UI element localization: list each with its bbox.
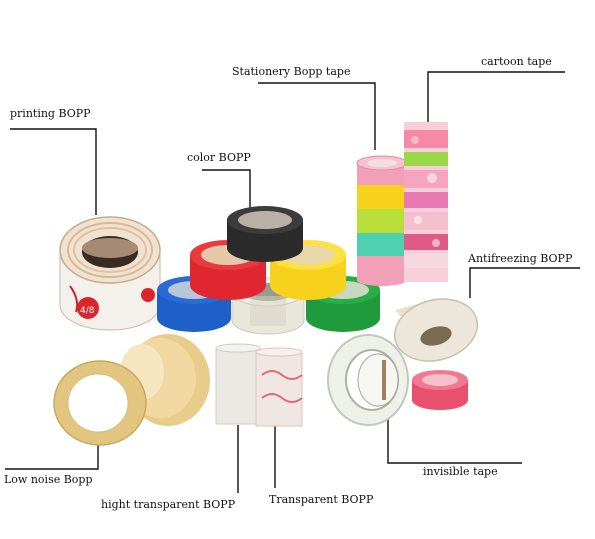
leader-antifreezing bbox=[469, 267, 580, 298]
pink-small-roll bbox=[412, 370, 468, 410]
yellow-tape-roll bbox=[270, 240, 346, 300]
transparent-bopp-rolls bbox=[215, 343, 303, 427]
label-printing-bopp: printing BOPP bbox=[10, 107, 91, 120]
printing-bopp-roll bbox=[59, 216, 161, 331]
black-tape-roll bbox=[227, 206, 303, 262]
antifreezing-bopp-roll bbox=[393, 298, 479, 362]
invisible-tape-roll bbox=[327, 334, 409, 426]
label-low-noise-bopp: Low noise Bopp bbox=[4, 473, 93, 486]
leader-stationery bbox=[258, 82, 376, 150]
leader-lownoise bbox=[5, 445, 99, 470]
label-invisible-tape: invisible tape bbox=[423, 465, 498, 478]
stationery-bopp-stack bbox=[356, 155, 408, 286]
cartoon-tape-stack bbox=[404, 122, 448, 282]
leader-cartoon bbox=[427, 71, 565, 122]
leader-color bbox=[202, 169, 251, 210]
label-transparent-bopp: Transparent BOPP bbox=[269, 493, 374, 506]
label-antifreezing-bopp: Antifreezing BOPP bbox=[468, 252, 573, 265]
label-hight-transparent-bopp: hight transparent BOPP bbox=[101, 498, 236, 511]
low-noise-bopp-rolls bbox=[53, 334, 210, 446]
printed-roll-text: 4/8 bbox=[80, 306, 95, 316]
leader-printing bbox=[10, 128, 97, 215]
color-bopp-pyramid bbox=[157, 206, 380, 335]
label-cartoon-tape: cartoon tape bbox=[481, 55, 552, 68]
label-color-bopp: color BOPP bbox=[187, 151, 251, 164]
label-stationery-bopp-tape: Stationery Bopp tape bbox=[232, 65, 351, 78]
